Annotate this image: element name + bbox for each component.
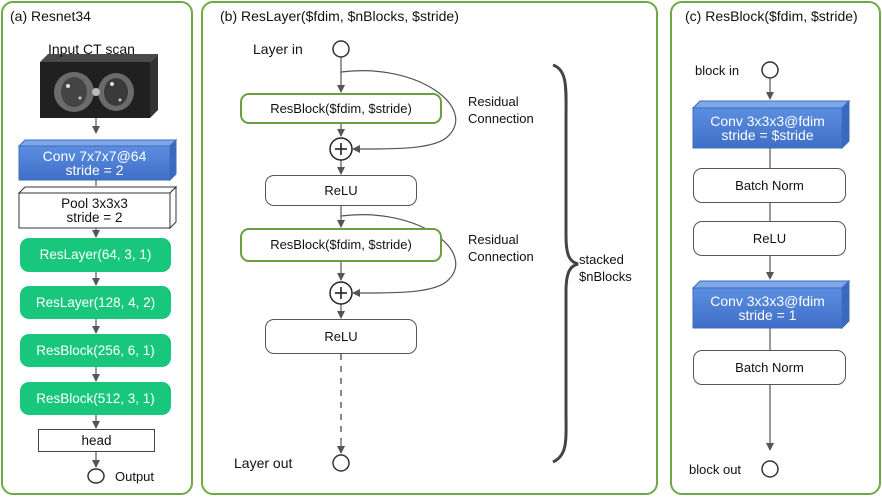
- residual-label-1a: Residual: [468, 94, 519, 109]
- batchnorm-box-2: Batch Norm: [693, 350, 846, 385]
- conv7-line1: Conv 7x7x7@64: [42, 148, 147, 164]
- stacked-brace: [552, 63, 579, 464]
- output-label: Output: [115, 469, 155, 484]
- stacked-label-b: $nBlocks: [579, 269, 632, 284]
- conv7-box-shape: [17, 138, 178, 182]
- layer-out-label: Layer out: [234, 455, 293, 471]
- layer-out-node: [332, 454, 350, 472]
- relu-box-c: ReLU: [693, 221, 846, 256]
- pool-box-shape: [17, 185, 178, 230]
- block-in-node: [761, 61, 779, 79]
- ct-scan-block: [40, 54, 158, 118]
- residual-label-2b: Connection: [468, 249, 534, 264]
- panel-c-title: (c) ResBlock($fdim, $stride): [685, 8, 858, 24]
- stacked-label-a: stacked: [579, 252, 624, 267]
- resblock-512-box: ResBlock(512, 3, 1): [20, 382, 171, 415]
- conv1-box: Conv 3x3x3@fdim stride = $stride: [693, 108, 842, 148]
- residual-label-2a: Residual: [468, 232, 519, 247]
- conv1-line2: stride = $stride: [721, 127, 814, 143]
- relu-box-1: ReLU: [265, 175, 417, 206]
- conv2-box-shape: [691, 279, 851, 330]
- block-out-label: block out: [689, 462, 742, 477]
- block-out-node: [761, 460, 779, 478]
- pool-line1: Pool 3x3x3: [61, 195, 128, 211]
- head-box: head: [38, 429, 155, 452]
- residual-connection-1: [340, 70, 457, 154]
- relu-box-2: ReLU: [265, 319, 417, 354]
- panel-a-title: (a) Resnet34: [10, 8, 91, 24]
- residual-connection-2: [340, 214, 457, 298]
- add-node-2: [329, 281, 353, 305]
- conv1-line1: Conv 3x3x3@fdim: [710, 113, 825, 129]
- residual-label-1b: Connection: [468, 111, 534, 126]
- resblock-256-box: ResBlock(256, 6, 1): [20, 334, 171, 367]
- conv7-line2: stride = 2: [65, 162, 124, 178]
- reslayer-128-box: ResLayer(128, 4, 2): [20, 286, 171, 319]
- add-node-1: [329, 137, 353, 161]
- layer-in-label: Layer in: [253, 41, 303, 57]
- pool-box: Pool 3x3x3 stride = 2: [19, 193, 170, 228]
- batchnorm-box-1: Batch Norm: [693, 168, 846, 203]
- panel-b-title: (b) ResLayer($fdim, $nBlocks, $stride): [220, 8, 459, 24]
- block-in-label: block in: [695, 63, 740, 78]
- conv7-box: Conv 7x7x7@64 stride = 2: [19, 146, 170, 180]
- conv2-line1: Conv 3x3x3@fdim: [710, 293, 825, 309]
- pool-line2: stride = 2: [66, 209, 123, 225]
- output-node: [87, 468, 105, 484]
- conv1-box-shape: [691, 99, 851, 150]
- resblock-box-2: ResBlock($fdim, $stride): [240, 228, 442, 262]
- resblock-box-1: ResBlock($fdim, $stride): [240, 93, 442, 124]
- reslayer-64-box: ResLayer(64, 3, 1): [20, 238, 171, 272]
- conv2-box: Conv 3x3x3@fdim stride = 1: [693, 288, 842, 328]
- input-ct-label: Input CT scan: [48, 41, 135, 57]
- conv2-line2: stride = 1: [738, 307, 797, 323]
- layer-in-node: [332, 40, 350, 58]
